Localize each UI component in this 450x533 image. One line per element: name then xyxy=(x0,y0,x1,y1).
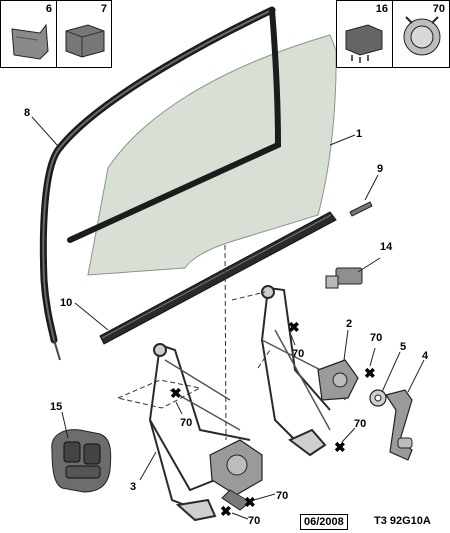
callout-9[interactable]: 9 xyxy=(377,163,383,175)
callout-14[interactable]: 14 xyxy=(380,241,393,253)
callout-70c[interactable]: 70 xyxy=(370,332,382,344)
diagram-reference: 06/2008 T3 92G10A xyxy=(300,512,448,532)
screw-x-2[interactable]: ✖ xyxy=(170,385,182,401)
callout-15[interactable]: 15 xyxy=(50,401,62,413)
inset-16-label: 16 xyxy=(375,3,388,15)
screw-icon xyxy=(403,16,441,56)
inset-16[interactable]: 16 xyxy=(336,0,393,68)
door-frame-seal-tail xyxy=(53,339,61,361)
clip-part[interactable] xyxy=(349,201,373,217)
relay-icon xyxy=(65,24,105,58)
diagram-date: 06/2008 xyxy=(300,514,348,530)
callout-70b[interactable]: 70 xyxy=(180,417,192,429)
inset-7[interactable]: 7 xyxy=(56,0,112,68)
callout-70f[interactable]: 70 xyxy=(248,515,260,527)
winding-handle[interactable] xyxy=(385,389,413,461)
callout-2[interactable]: 2 xyxy=(346,318,352,330)
regulator-motor[interactable] xyxy=(209,439,263,511)
diagram-code: T3 92G10A xyxy=(374,515,431,527)
washer-part[interactable] xyxy=(369,389,387,407)
callout-70d[interactable]: 70 xyxy=(354,418,366,430)
screw-x-5[interactable]: ✖ xyxy=(244,494,256,510)
callout-4[interactable]: 4 xyxy=(422,350,429,362)
relay-module-icon xyxy=(345,24,383,63)
waist-seal-strip[interactable] xyxy=(99,211,337,345)
callout-8[interactable]: 8 xyxy=(24,107,30,119)
inset-6-label: 6 xyxy=(45,3,52,15)
screw-x-3[interactable]: ✖ xyxy=(364,365,376,381)
callout-3[interactable]: 3 xyxy=(130,481,136,493)
door-frame-seal-upright xyxy=(67,7,282,243)
inset-70[interactable]: 70 xyxy=(392,0,450,68)
screw-x-1[interactable]: ✖ xyxy=(288,319,300,335)
callout-10[interactable]: 10 xyxy=(60,297,72,309)
screw-x-4[interactable]: ✖ xyxy=(334,439,346,455)
bracket-icon xyxy=(11,23,49,60)
leader-lines xyxy=(31,116,425,520)
callout-70a[interactable]: 70 xyxy=(292,348,304,360)
callout-70e[interactable]: 70 xyxy=(276,490,288,502)
screw-markers: ✖ ✖ ✖ ✖ ✖ ✖ xyxy=(170,319,376,519)
guide-lines xyxy=(116,244,271,441)
inset-7-label: 7 xyxy=(100,3,107,15)
door-frame-seal-highlight xyxy=(42,9,273,341)
inset-70-label: 70 xyxy=(432,3,445,15)
window-switch[interactable] xyxy=(51,429,112,493)
callout-1[interactable]: 1 xyxy=(356,128,362,140)
callout-5[interactable]: 5 xyxy=(400,341,406,353)
screw-x-6[interactable]: ✖ xyxy=(220,503,232,519)
waist-seal-strip-highlight xyxy=(101,214,332,339)
connector-part[interactable] xyxy=(325,267,363,289)
regulator-mechanism[interactable] xyxy=(317,359,359,401)
inset-6[interactable]: 6 xyxy=(0,0,57,68)
callout-labels: 1 8 9 10 14 15 3 2 5 4 70 70 70 70 70 70 xyxy=(24,107,429,527)
